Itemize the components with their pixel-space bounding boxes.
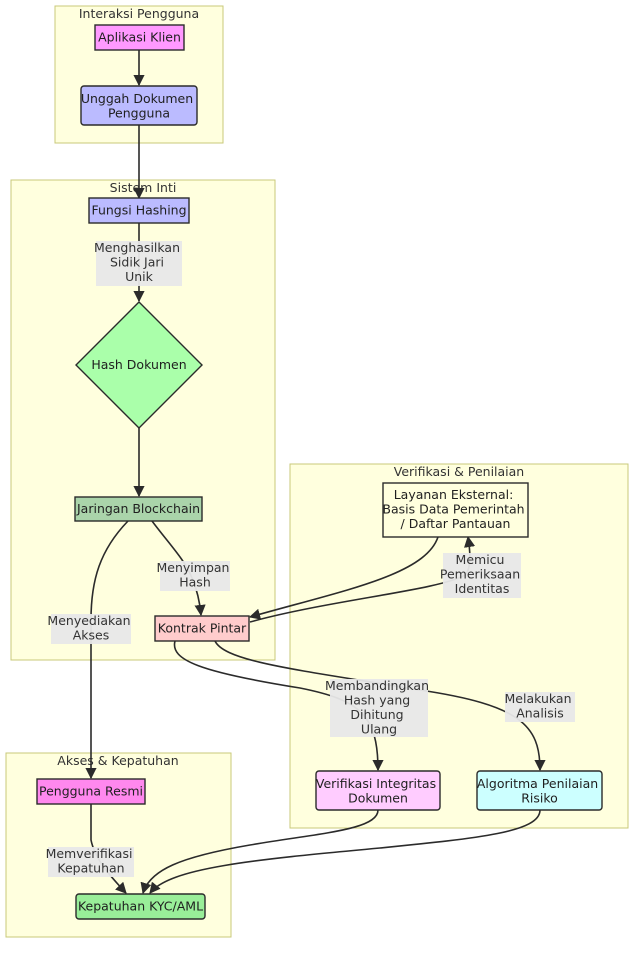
node-client-app[interactable]: Aplikasi Klien [94, 24, 185, 51]
node-external-box [382, 482, 529, 538]
node-kyc[interactable]: Kepatuhan KYC/AML [75, 893, 206, 920]
node-integrity-label: Verifikasi Integritas Dokumen [316, 776, 440, 806]
node-blockchain-box [74, 496, 203, 522]
cluster-title-access: Akses & Kepatuhan [57, 753, 178, 768]
edge-external-to-contract [248, 536, 439, 620]
node-risk-label: Algoritma Penilaian Risiko [477, 776, 602, 806]
node-doc-hash-label: Hash Dokumen [91, 357, 186, 372]
edge-label-trigger-check: Memicu Pemeriksaan Identitas [440, 552, 524, 598]
cluster-title-interaction: Interaksi Pengguna [79, 6, 199, 21]
edge-label-gen-fingerprint-text: Menghasilkan Sidik Jari Unik [94, 240, 184, 284]
edge-label-store-hash: Menyimpan Hash [157, 560, 234, 591]
node-risk-box [476, 770, 603, 811]
node-official-box [36, 778, 146, 805]
node-hashing-label: Fungsi Hashing [91, 203, 186, 218]
cluster-title-core: Sistem Inti [110, 180, 177, 195]
edge-label-analyze: Melakukan Analisis [505, 691, 576, 722]
node-doc-hash[interactable]: Hash Dokumen [75, 301, 203, 429]
node-blockchain[interactable]: Jaringan Blockchain [74, 496, 203, 522]
edge-label-trigger-check-text: Memicu Pemeriksaan Identitas [440, 552, 524, 596]
edge-integrity-to-kyc [140, 809, 379, 895]
node-client-app-label: Aplikasi Klien [98, 30, 181, 45]
edge-risk-to-kyc [149, 809, 541, 894]
edge-label-compare-hash-text: Membandingkan Hash yang Dihitung Ulang [325, 678, 433, 737]
edge-label-provide-access: Menyediakan Akses [47, 613, 134, 644]
edge-label-provide-access-text: Menyediakan Akses [47, 613, 134, 643]
edge-label-verify-compliance-text: Memverifikasi Kepatuhan [46, 846, 137, 876]
edge-label-compare-hash: Membandingkan Hash yang Dihitung Ulang [325, 678, 433, 737]
node-hashing-box [88, 197, 190, 224]
node-kyc-label: Kepatuhan KYC/AML [78, 899, 203, 914]
edge-label-analyze-text: Melakukan Analisis [505, 691, 576, 721]
edge-label-store-hash-text: Menyimpan Hash [157, 560, 234, 590]
node-official[interactable]: Pengguna Resmi [36, 778, 146, 805]
node-doc-hash-diamond [75, 301, 203, 429]
node-upload[interactable]: Unggah Dokumen Pengguna [80, 85, 198, 126]
node-hashing[interactable]: Fungsi Hashing [88, 197, 190, 224]
node-external-label: Layanan Eksternal: Basis Data Pemerintah… [382, 487, 528, 531]
node-client-app-box [94, 24, 185, 51]
node-upload-box [80, 85, 198, 126]
node-upload-label: Unggah Dokumen Pengguna [81, 91, 197, 121]
node-integrity-box [315, 770, 441, 811]
node-smart-contract-label: Kontrak Pintar [158, 621, 247, 636]
cluster-title-verification: Verifikasi & Penilaian [394, 464, 524, 479]
edge-label-gen-fingerprint: Menghasilkan Sidik Jari Unik [94, 240, 184, 286]
node-integrity[interactable]: Verifikasi Integritas Dokumen [315, 770, 441, 811]
node-external[interactable]: Layanan Eksternal: Basis Data Pemerintah… [382, 482, 529, 538]
edge-label-verify-compliance: Memverifikasi Kepatuhan [46, 846, 137, 877]
node-blockchain-label: Jaringan Blockchain [76, 501, 200, 516]
node-smart-contract-box [154, 615, 250, 642]
node-official-label: Pengguna Resmi [39, 784, 143, 799]
node-risk[interactable]: Algoritma Penilaian Risiko [476, 770, 603, 811]
node-kyc-box [75, 893, 206, 920]
node-smart-contract[interactable]: Kontrak Pintar [154, 615, 250, 642]
